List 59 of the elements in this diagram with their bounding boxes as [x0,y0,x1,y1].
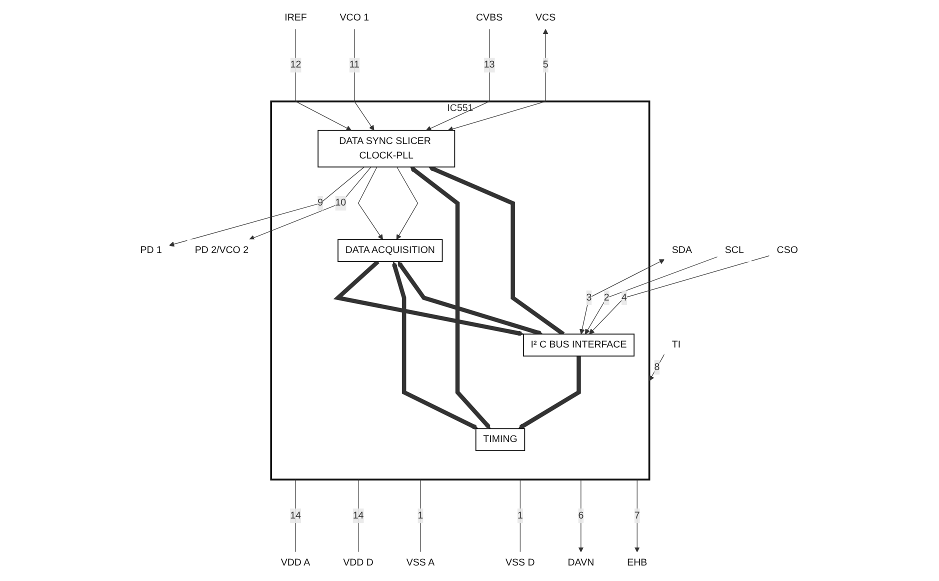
edge-label: 12 [290,60,302,70]
edge-label: 13 [484,60,496,70]
node-text: CSO [777,245,798,256]
arrow [518,356,582,430]
node-text: IREF [285,12,308,23]
arrow [169,166,365,247]
edge-label: 6 [578,510,584,521]
arrow [426,28,490,131]
connector [358,479,359,552]
arrow [590,255,770,334]
node-text: EHB [628,558,648,568]
arrow [354,28,375,131]
arrow [580,259,665,334]
node-text: PD 2/VCO 2 [195,245,249,256]
node-text: VDD A [281,558,311,568]
node-box: DATA ACQUISITION [338,239,444,262]
connector [420,479,422,552]
node-box: TIMING [476,428,526,452]
node-text: SCL [725,245,744,256]
node-text: TI [672,340,681,350]
arrow [250,166,372,240]
edge-label: 10 [336,198,347,208]
edge-label: 14 [353,510,364,521]
edge-label: 4 [622,292,628,303]
arrow [448,28,549,132]
node-box: DATA SYNC SLICER CLOCK-PLL [318,130,456,168]
arrow [410,166,491,429]
arrow [296,28,352,131]
edge-label: 3 [586,292,592,303]
node-box: I² C BUS INTERFACE [523,334,635,357]
edge-label: 11 [350,60,360,70]
arrow [578,479,584,552]
node-text: SDA [672,245,692,256]
edge-label: 9 [318,198,324,208]
arrow [334,260,524,336]
edge-label: 7 [634,510,640,521]
node-text: CVBS [476,12,504,23]
edge-label: 1 [418,510,424,521]
arrow [398,261,544,336]
node-text: VSS A [406,558,435,568]
edge-label: 14 [290,510,302,521]
edge-label: 8 [654,362,660,372]
arrow [634,479,640,552]
node-text: DAVN [568,558,595,568]
node-text: VCO 1 [340,12,370,23]
arrow [358,166,384,240]
connector [520,479,521,552]
arrow [396,166,418,240]
arrow [392,262,479,430]
node-text: VCS [536,12,556,23]
node-text: VSS D [506,558,536,568]
edge-label: 5 [543,60,549,70]
edge-label: 1 [518,510,524,521]
node-text: VDD D [343,558,374,568]
arrow [585,256,718,334]
node-text: PD 1 [140,245,162,256]
arrow [650,354,666,381]
arrow [428,166,566,336]
edge-label: 2 [604,292,610,303]
